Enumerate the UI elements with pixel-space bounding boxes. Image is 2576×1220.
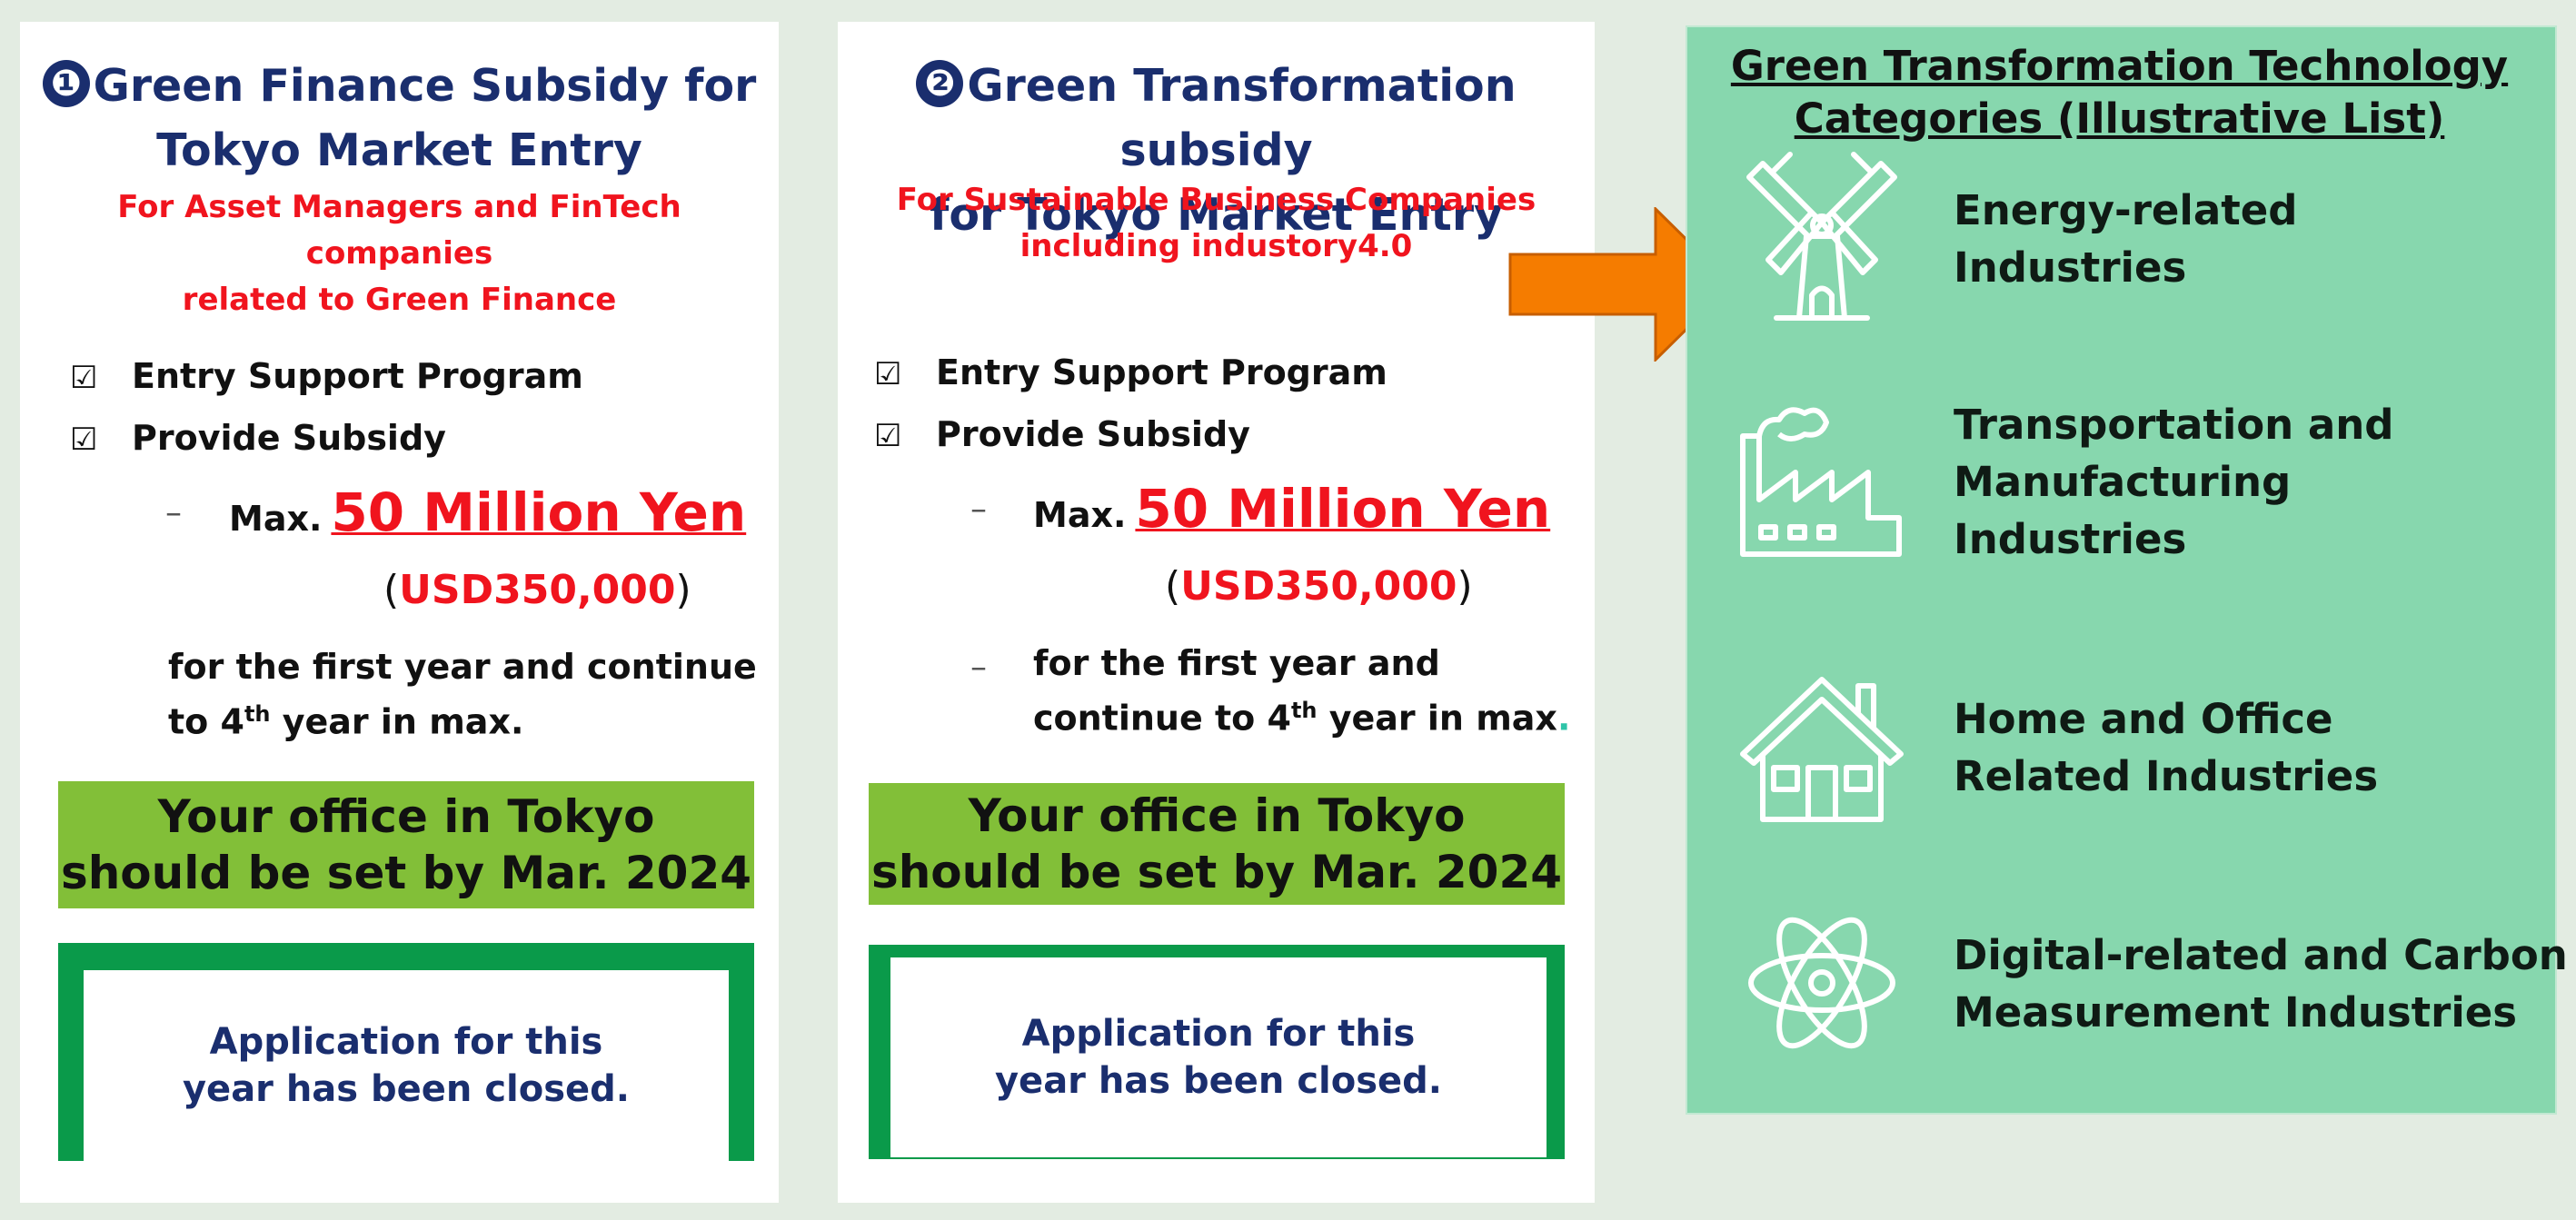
atom-icon [1748, 917, 1895, 1049]
duration-line1: for the first year and [1033, 643, 1440, 683]
dash-bullet: – [165, 494, 182, 531]
checkbox-icon: ☑ [70, 422, 98, 458]
checkbox-icon: ☑ [874, 418, 902, 454]
application-closed-notice: Application for this year has been closed… [84, 970, 729, 1161]
max-amount: Max.50 Million Yen [229, 481, 746, 543]
category-home-office: Home and Office Related Industries [1954, 690, 2378, 805]
category-line1: Transportation and [1954, 401, 2394, 449]
card-subtitle: For Sustainable Business Companies inclu… [838, 177, 1595, 270]
banner-line1: Your office in Tokyo [968, 789, 1466, 842]
usd-amount: (USD350,000) [1165, 563, 1473, 610]
category-transportation-manufacturing: Transportation and Manufacturing Industr… [1954, 396, 2394, 568]
category-digital-carbon: Digital-related and Carbon Measurement I… [1954, 927, 2568, 1041]
checklist-label: Provide Subsidy [132, 418, 446, 458]
banner-line1: Your office in Tokyo [157, 790, 655, 843]
usd-value: USD350,000 [1180, 563, 1457, 610]
closed-line1: Application for this [1021, 1013, 1416, 1055]
superscript: th [1290, 698, 1318, 723]
category-line1: Energy-related [1954, 186, 2298, 234]
number-two-badge: ❷ [916, 60, 964, 107]
checkbox-icon: ☑ [70, 360, 98, 396]
banner-line2: should be set by Mar. 2024 [870, 846, 1563, 898]
card-subtitle-line1: For Asset Managers and FinTech companies [117, 189, 681, 272]
paren-close: ) [1457, 563, 1473, 610]
duration-text: for the first year and continue to 4th y… [168, 643, 757, 746]
duration-text: for the first year and continue to 4th y… [1033, 640, 1570, 742]
max-amount: Max.50 Million Yen [1033, 478, 1550, 540]
category-line2: Measurement Industries [1954, 988, 2518, 1037]
duration-line2: to 4 [168, 701, 244, 742]
house-icon [1740, 677, 1904, 822]
card-title-line1: Green Transformation subsidy [967, 60, 1517, 176]
checklist-item-entry-support: ☑ Entry Support Program [70, 356, 583, 396]
panel-title: Green Transformation Technology Categori… [1686, 40, 2553, 145]
usd-value: USD350,000 [399, 567, 676, 613]
checkbox-icon: ☑ [874, 356, 902, 392]
max-amount-value: 50 Million Yen [1135, 478, 1551, 540]
card-subtitle-line1: For Sustainable Business Companies [896, 182, 1537, 218]
panel-title-line2: Categories (Illustrative List) [1794, 94, 2445, 143]
duration-line2-end: year in max [1317, 698, 1557, 739]
card-subtitle-line2: including industory4.0 [1019, 228, 1413, 264]
category-line3: Industries [1954, 515, 2187, 563]
card-title-line1: Green Finance Subsidy for [93, 60, 757, 112]
application-closed-notice: Application for this year has been closed… [890, 957, 1547, 1157]
checklist-item-entry-support: ☑ Entry Support Program [874, 352, 1387, 392]
closed-line1: Application for this [209, 1021, 603, 1063]
checklist-item-provide-subsidy: ☑ Provide Subsidy [70, 418, 446, 458]
card-subtitle: For Asset Managers and FinTech companies… [20, 184, 779, 323]
period: . [1557, 698, 1571, 739]
card-title-line2: for Tokyo Market Entry [930, 189, 1503, 241]
checklist-item-provide-subsidy: ☑ Provide Subsidy [874, 414, 1250, 454]
number-one-badge: ❶ [42, 60, 90, 107]
paren-close: ) [675, 567, 691, 613]
card-title-line2: Tokyo Market Entry [156, 124, 642, 176]
max-amount-value: 50 Million Yen [331, 481, 747, 543]
checklist-label: Provide Subsidy [936, 414, 1250, 454]
checklist-label: Entry Support Program [132, 356, 583, 396]
superscript: th [244, 701, 271, 727]
technology-categories-panel [1686, 25, 2557, 1115]
paren-open: ( [1165, 563, 1181, 610]
category-line2: Related Industries [1954, 752, 2379, 800]
panel-title-line1: Green Transformation Technology [1730, 42, 2509, 90]
usd-amount: (USD350,000) [383, 567, 691, 613]
category-line2: Manufacturing [1954, 458, 2292, 506]
closed-line2: year has been closed. [182, 1068, 630, 1110]
duration-line2: continue to 4 [1033, 698, 1291, 739]
duration-line2-end: year in max. [270, 701, 524, 742]
category-line1: Home and Office [1954, 695, 2333, 743]
category-line1: Digital-related and Carbon [1954, 931, 2568, 979]
dash-bullet: – [970, 491, 987, 528]
dash-bullet: – [970, 649, 987, 686]
banner-line2: should be set by Mar. 2024 [60, 847, 752, 899]
paren-open: ( [383, 567, 400, 613]
card-subtitle-line2: related to Green Finance [182, 282, 617, 318]
category-energy: Energy-related Industries [1954, 182, 2297, 296]
closed-line2: year has been closed. [994, 1060, 1442, 1102]
max-prefix: Max. [229, 499, 323, 539]
windmill-icon [1746, 152, 1897, 321]
max-prefix: Max. [1033, 495, 1127, 535]
factory-icon [1740, 407, 1902, 557]
category-line2: Industries [1954, 243, 2187, 292]
checklist-label: Entry Support Program [936, 352, 1387, 392]
duration-line1: for the first year and continue [168, 647, 757, 687]
